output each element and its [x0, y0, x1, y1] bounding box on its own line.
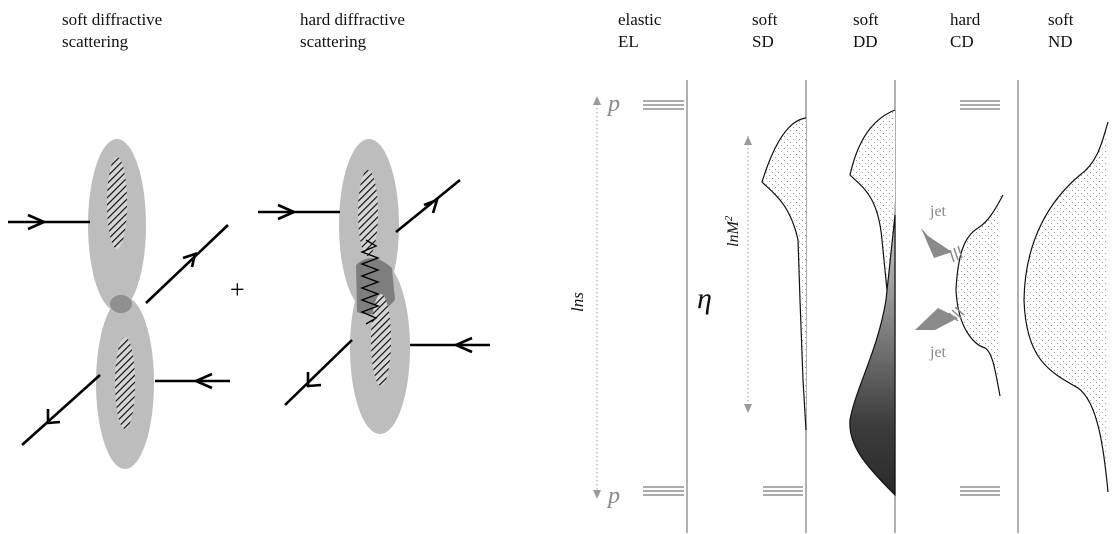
dd-upper-fill: [850, 110, 895, 300]
cd-distribution-fill: [956, 195, 1003, 396]
jet-lower-arrow-icon: [915, 308, 958, 330]
lns-axis-label: lns: [568, 292, 587, 312]
incoming-arrow-left: [27, 213, 48, 231]
outgoing-line-upper-hard: [395, 178, 461, 234]
eta-label: η: [697, 282, 712, 315]
cd-distribution-curve: [955, 194, 1004, 397]
nd-distribution-fill: [1024, 122, 1108, 492]
jet-lower: [915, 306, 965, 330]
sd-distribution-fill: [762, 118, 806, 430]
incoming-arrow-left-hard: [277, 203, 298, 221]
lns-axis-top-arrow: [593, 96, 601, 105]
outgoing-arrow-upper-hard: [423, 197, 440, 214]
outgoing-line-upper: [145, 224, 229, 304]
lnM2-top-arrow: [744, 136, 752, 145]
svg-text:lnM2: lnM2: [723, 215, 742, 247]
jet-upper-label: jet: [929, 203, 947, 220]
incoming-arrow-right: [192, 372, 213, 390]
nd-distribution-curve: [1023, 121, 1109, 493]
dd-lower-fill: [849, 214, 896, 497]
outgoing-arrow-upper: [182, 252, 197, 268]
proton-markers: [643, 100, 1000, 496]
jet-lower-label: jet: [929, 344, 947, 361]
soft-diffractive-diagram: [8, 139, 230, 469]
outgoing-line-lower-hard: [284, 339, 353, 406]
sd-distribution-curve: [761, 117, 807, 431]
lnM2-label: lnM2: [723, 215, 742, 247]
lnM2-bottom-arrow: [744, 404, 752, 413]
lns-axis-bottom-arrow: [593, 490, 601, 499]
lower-core-hatch-hard: [371, 294, 391, 386]
outgoing-line-lower: [21, 374, 101, 446]
dd-upper-curve: [849, 109, 896, 301]
incoming-arrow-right-hard: [452, 336, 473, 354]
upper-core-hatch-hard: [358, 170, 378, 256]
proton-top-label: p: [606, 91, 620, 117]
outgoing-arrow-lower: [46, 409, 61, 425]
overlap-region: [110, 295, 132, 313]
jet-upper-arrow-icon: [921, 228, 952, 258]
outgoing-arrow-lower-hard: [306, 372, 322, 388]
gluon-exchange-wavy-line: [360, 239, 380, 325]
proton-bottom-label: p: [606, 483, 620, 509]
hard-diffractive-diagram: [258, 139, 490, 434]
jet-upper: [921, 228, 963, 263]
plus-sign: +: [230, 275, 245, 304]
lower-core-hatch: [115, 337, 135, 429]
upper-core-hatch: [107, 157, 127, 249]
